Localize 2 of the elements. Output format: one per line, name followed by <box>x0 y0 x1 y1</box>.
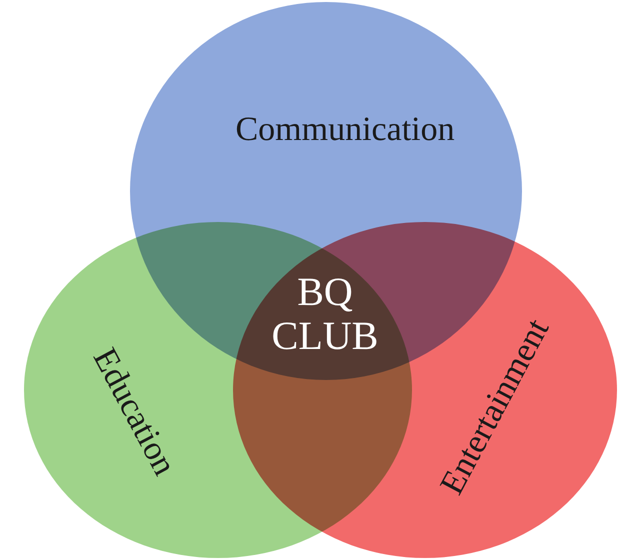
center-label: BQ CLUB <box>270 270 380 358</box>
set-label: Communication <box>236 111 455 149</box>
